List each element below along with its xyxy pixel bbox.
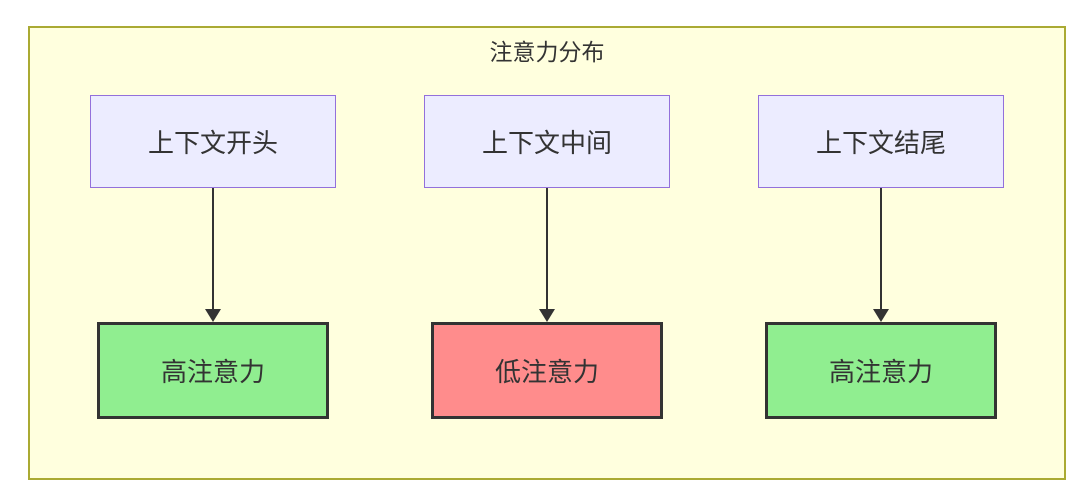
arrowhead-icon [873, 309, 889, 322]
arrow-line [880, 188, 882, 309]
node-context-end-label: 上下文结尾 [815, 128, 946, 158]
node-high-attention-2-label: 高注意力 [828, 357, 933, 387]
node-high-attention-1-label: 高注意力 [160, 357, 265, 387]
columns-row: 上下文开头 高注意力 上下文中间 低注意力 [30, 95, 1064, 419]
diagram-title: 注意力分布 [489, 39, 605, 65]
arrow-line [546, 188, 548, 309]
attention-distribution-container: 注意力分布 上下文开头 高注意力 上下文中间 [28, 26, 1066, 480]
node-low-attention: 低注意力 [431, 322, 663, 419]
node-context-begin-label: 上下文开头 [147, 128, 278, 158]
arrow-down-2 [539, 188, 555, 322]
arrowhead-icon [539, 309, 555, 322]
arrow-line [212, 188, 214, 309]
node-context-middle: 上下文中间 [424, 95, 670, 188]
flow-column-context-end: 上下文结尾 高注意力 [758, 95, 1004, 419]
arrow-down-3 [873, 188, 889, 322]
arrowhead-icon [205, 309, 221, 322]
node-context-end: 上下文结尾 [758, 95, 1004, 188]
node-high-attention-2: 高注意力 [765, 322, 997, 419]
flow-column-context-middle: 上下文中间 低注意力 [424, 95, 670, 419]
arrow-down-1 [205, 188, 221, 322]
flow-column-context-begin: 上下文开头 高注意力 [90, 95, 336, 419]
node-high-attention-1: 高注意力 [97, 322, 329, 419]
node-low-attention-label: 低注意力 [494, 357, 599, 387]
node-context-middle-label: 上下文中间 [481, 128, 612, 158]
node-context-begin: 上下文开头 [90, 95, 336, 188]
